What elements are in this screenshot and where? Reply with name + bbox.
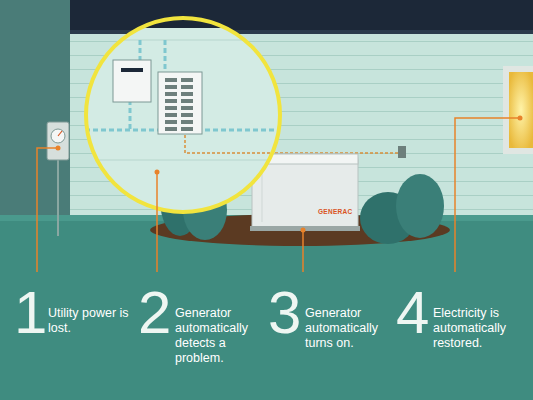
breaker [181,85,193,89]
breaker [165,106,177,110]
breaker [165,113,177,117]
brand-name: GENERAC [318,208,353,216]
breaker [165,92,177,96]
breaker [181,106,193,110]
breaker [165,99,177,103]
breaker [181,120,193,124]
breaker [181,113,193,117]
step-text: Utility power is lost. [48,306,136,336]
breaker [165,127,177,131]
step-text: Generator automatically turns on. [305,306,393,351]
step-number: 4 [396,283,429,343]
step-number: 1 [14,283,47,343]
breaker [181,78,193,82]
step-number: 3 [268,283,301,343]
breaker [181,99,193,103]
breaker [181,92,193,96]
breaker [165,85,177,89]
step-text: Electricity is automatically restored. [433,306,525,351]
breaker [181,127,193,131]
breaker [165,78,177,82]
step-number: 2 [138,283,171,343]
step-text: Generator automatically detects a proble… [175,306,267,366]
breaker [165,120,177,124]
